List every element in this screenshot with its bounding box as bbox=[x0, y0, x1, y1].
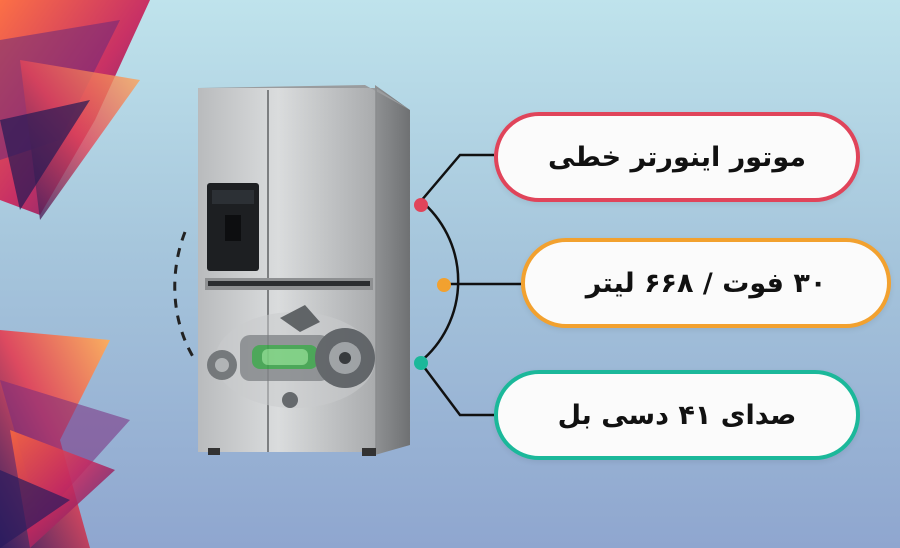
feature-label-inverter-motor: موتور اینورتر خطی bbox=[548, 141, 806, 173]
feature-pill-inverter-motor: موتور اینورتر خطی bbox=[494, 112, 860, 202]
feature-pill-noise-level: صدای ۴۱ دسی بل bbox=[494, 370, 860, 460]
dashed-arc bbox=[173, 231, 197, 361]
connector-lines bbox=[419, 153, 521, 417]
connector-dot-teal bbox=[414, 356, 428, 370]
connector-dot-red bbox=[414, 198, 428, 212]
feature-label-capacity: ۳۰ فوت / ۶۶۸ لیتر bbox=[585, 267, 827, 299]
refrigerator-image bbox=[198, 85, 410, 456]
feature-pill-capacity: ۳۰ فوت / ۶۶۸ لیتر bbox=[521, 238, 891, 328]
connector-dot-orange bbox=[437, 278, 451, 292]
decorative-flower-top bbox=[0, 0, 150, 220]
decorative-flower-bottom bbox=[0, 330, 130, 548]
feature-label-noise-level: صدای ۴۱ دسی بل bbox=[557, 399, 797, 431]
